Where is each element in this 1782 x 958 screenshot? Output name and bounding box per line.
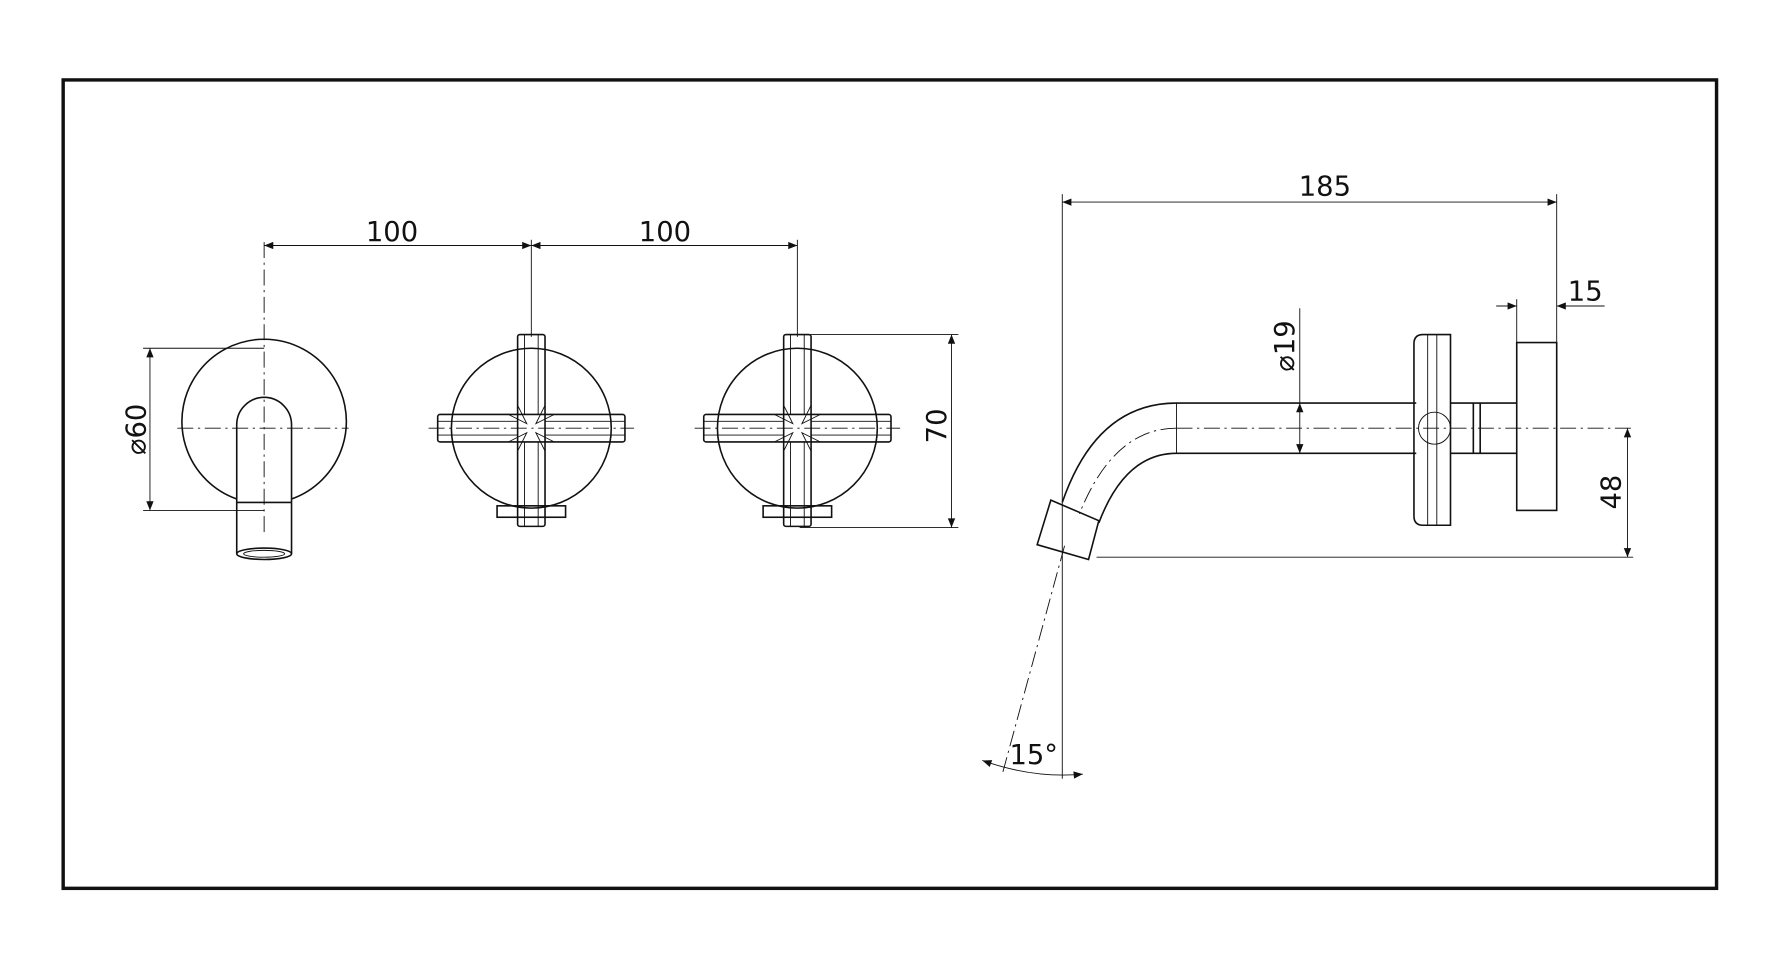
dimension-plate-thickness: 15	[1496, 276, 1605, 343]
dimension-handle-height: 70	[799, 334, 959, 528]
dimension-plate-diameter: ⌀60	[121, 347, 265, 511]
dim-outlet-height-label: 48	[1597, 475, 1628, 510]
spout-side-view	[1036, 333, 1636, 561]
dim-spout-angle-label: 15°	[1009, 740, 1058, 771]
drawing-frame	[61, 78, 1719, 891]
dim-plate-diameter-label: ⌀60	[121, 404, 152, 455]
dimension-pipe-diameter: ⌀19	[1270, 308, 1304, 454]
dim-spacing-right-label: 100	[639, 217, 691, 248]
cross-handle-cold	[694, 333, 901, 528]
cross-handle-hot	[428, 333, 635, 528]
dimension-outlet-height: 48	[1096, 428, 1634, 558]
dim-spacing-left-label: 100	[366, 217, 418, 248]
dimension-spout-length: 185	[1061, 171, 1558, 779]
dim-pipe-diameter-label: ⌀19	[1270, 320, 1301, 371]
dimension-spout-angle: 15°	[982, 545, 1083, 779]
dimension-spacing: 100 100	[264, 217, 798, 337]
dim-handle-height-label: 70	[922, 408, 953, 443]
dim-plate-thickness-label: 15	[1568, 276, 1603, 307]
spout-front-view	[177, 242, 349, 561]
dim-spout-length-label: 185	[1299, 171, 1351, 202]
